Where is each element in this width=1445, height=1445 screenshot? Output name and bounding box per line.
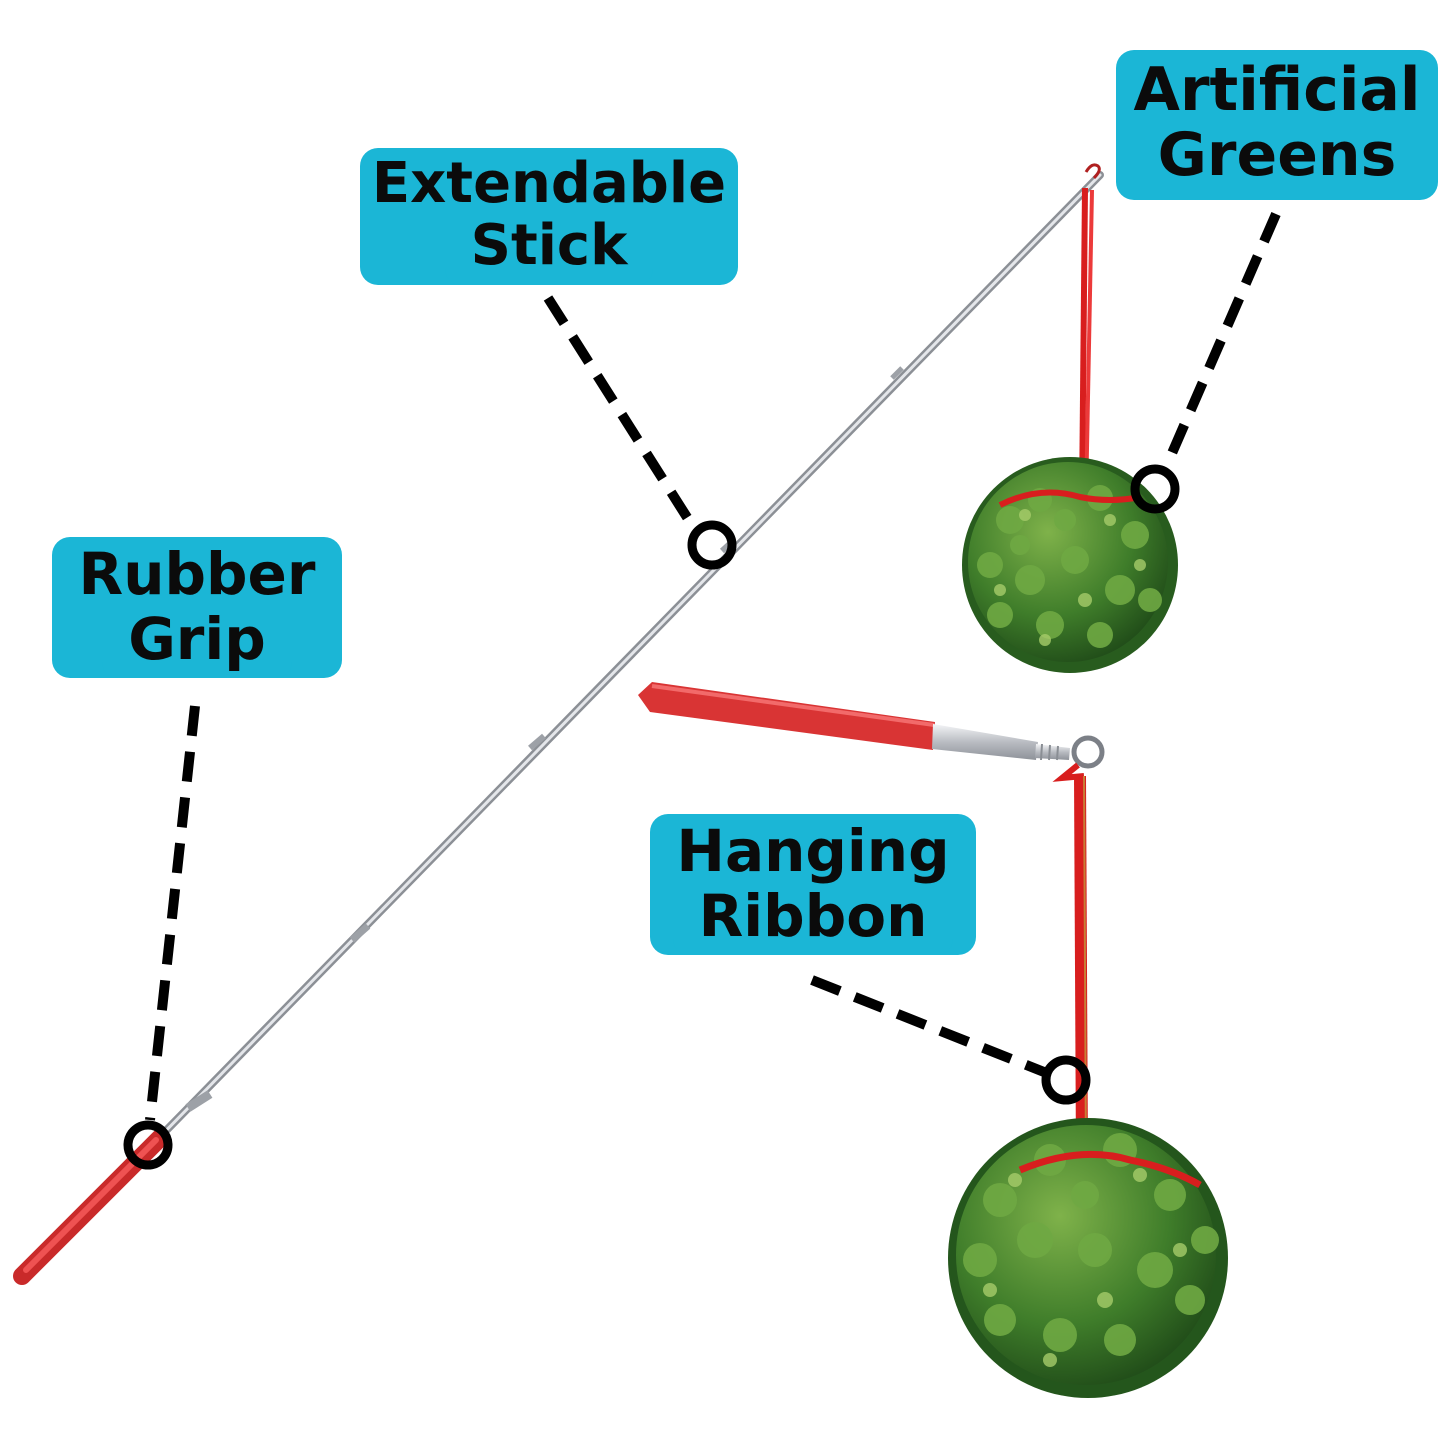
callout-artificial-greens: Artificial Greens (1116, 50, 1438, 200)
callout-hanging-line1: Hanging (676, 817, 950, 885)
leader-lines (145, 212, 1281, 1121)
top-ribbon (1079, 187, 1094, 501)
marker-artificial (1130, 464, 1180, 514)
marker-hanging (1041, 1055, 1091, 1105)
callout-artificial-line2: Greens (1157, 119, 1397, 190)
callout-artificial-line1: Artificial (1133, 55, 1421, 125)
callout-hanging-line2: Ribbon (672, 884, 954, 956)
bottom-greens-ball (948, 1118, 1228, 1398)
leader-line-artificial (1161, 212, 1281, 469)
callout-rubber-grip: Rubber Grip (52, 537, 342, 679)
leader-line-extendable (543, 295, 695, 525)
leader-line-rubber (145, 705, 200, 1121)
callout-rubber-line1: Rubber (78, 540, 316, 608)
marker-rubber (123, 1120, 173, 1170)
extended-stick (18, 163, 1104, 1282)
collapsed-stick (638, 682, 1105, 769)
leader-markers (123, 464, 1180, 1170)
top-greens-ball (962, 457, 1178, 673)
leader-line-hanging (810, 975, 1046, 1077)
callout-rubber-line2: Grip (102, 607, 292, 679)
callout-extendable-line1: Extendable (371, 151, 727, 216)
marker-extendable (687, 520, 737, 570)
callout-hanging-ribbon: Hanging Ribbon (650, 814, 976, 956)
callout-extendable-line2: Stick (444, 216, 654, 285)
callout-extendable-stick: Extendable Stick (360, 148, 738, 285)
